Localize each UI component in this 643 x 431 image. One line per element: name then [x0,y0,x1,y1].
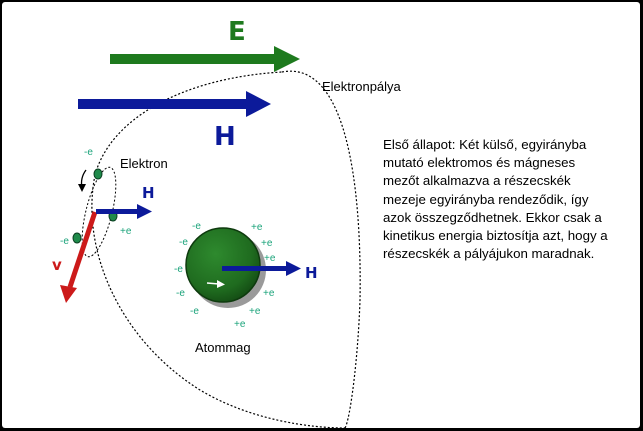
nucleus-charge: +e [261,238,273,249]
electron-dot-top [93,168,103,180]
nucleus-charge: -e [176,288,185,299]
nucleus-charge: +e [264,253,276,264]
nucleus-charge: -e [192,221,201,232]
orbit-label: Elektronpálya [322,79,402,94]
nucleus-charge: +e [234,319,246,330]
h-field-label: H [214,122,236,152]
nucleus-charge: -e [179,237,188,248]
electron-dot-left [72,232,82,244]
e-field-arrow [110,46,300,72]
nucleus-label: Atommag [195,340,251,355]
nucleus-charge: +e [249,306,261,317]
velocity-arrow [60,211,98,303]
nucleus-spin-arrow [206,280,225,288]
e-field-label: E [228,17,246,47]
nucleus-charge: +e [251,222,263,233]
description-text: Első állapot: Két külső, egyirányba muta… [383,137,608,262]
electron-h-label: H [142,184,155,202]
nucleus-charge: -e [174,264,183,275]
electron-charge-top: -e [84,147,93,158]
nucleus-charge: -e [190,306,199,317]
electron-h-arrow [96,204,152,219]
spin-arrow-head [78,184,86,192]
nucleus-charge: +e [263,288,275,299]
orbit-ellipse [91,70,361,429]
nucleus [185,227,261,303]
h-field-arrow [78,91,271,117]
electron-charge-left: -e [60,236,69,247]
electron-label: Elektron [120,156,168,171]
nucleus-h-label: H [305,264,318,282]
orbit-ellipse-top [94,71,283,176]
electron-charge-right: +e [120,226,132,237]
velocity-label: v [52,256,62,274]
nucleus-h-arrow [222,261,301,276]
